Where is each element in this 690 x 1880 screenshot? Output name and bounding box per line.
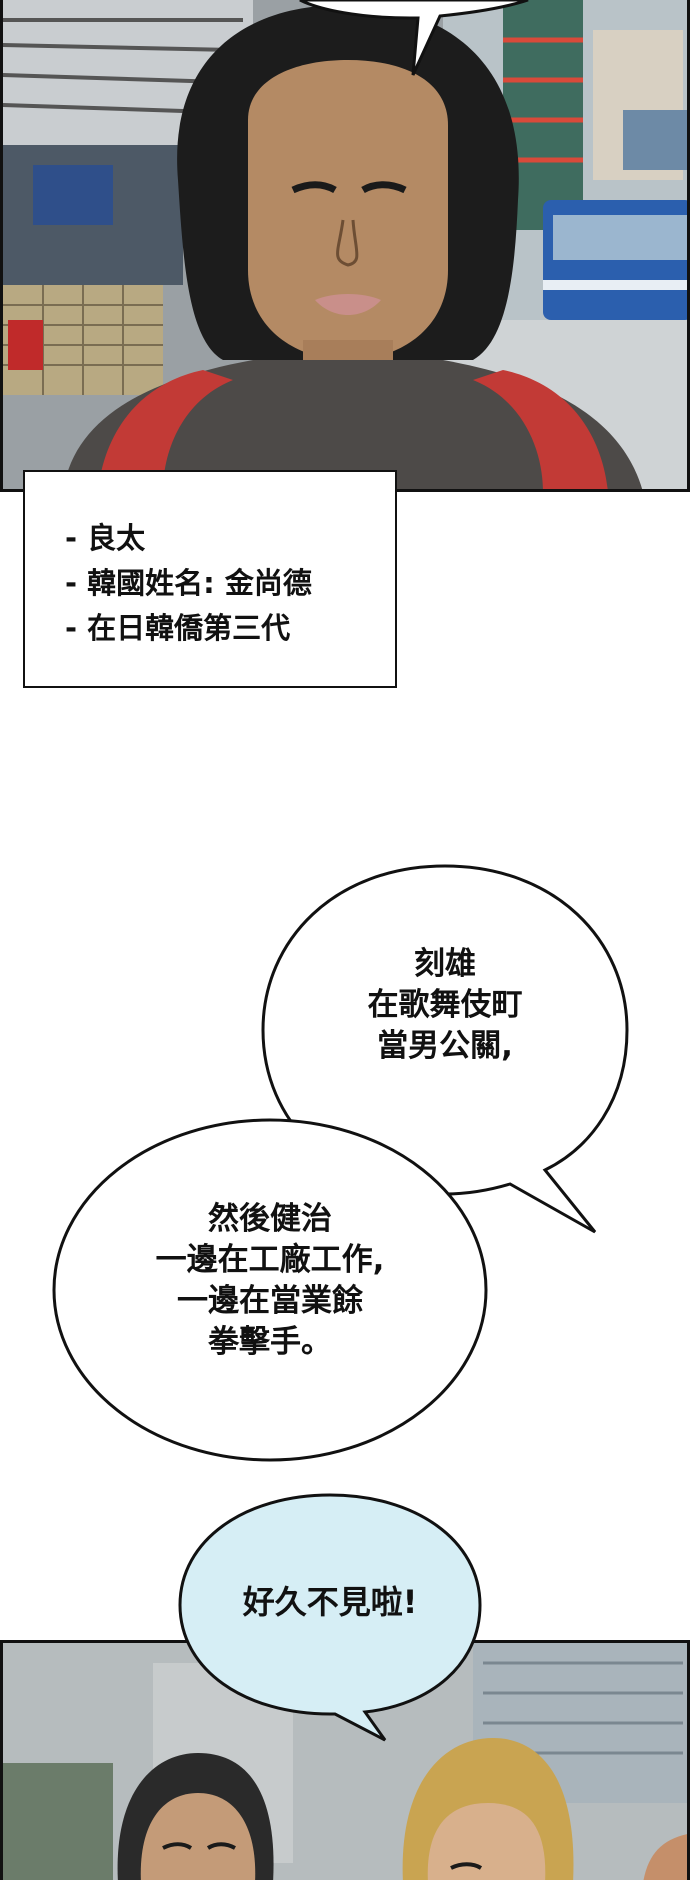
speech-bubble-2: 然後健治 一邊在工廠工作, 一邊在當業餘 拳擊手。 bbox=[50, 1115, 490, 1465]
bubble-2-line-1: 然後健治 bbox=[208, 1201, 332, 1237]
caption-line-korean-name: - 韓國姓名: 金尚德 bbox=[65, 566, 312, 600]
speech-bubble-fragment bbox=[299, 0, 530, 80]
character-info-caption: - 良太 - 韓國姓名: 金尚德 - 在日韓僑第三代 bbox=[23, 470, 397, 688]
bubble-1-line-3: 當男公關, bbox=[377, 1028, 513, 1064]
caption-line-generation: - 在日韓僑第三代 bbox=[65, 611, 291, 645]
bubble-1-line-2: 在歌舞伎町 bbox=[367, 987, 523, 1023]
bubble-1-line-1: 刻雄 bbox=[414, 946, 476, 982]
manga-panel-top bbox=[0, 0, 690, 492]
street-scene-illustration bbox=[3, 0, 687, 489]
bubble-2-line-3: 一邊在當業餘 bbox=[177, 1283, 363, 1319]
bubble-2-line-4: 拳擊手。 bbox=[208, 1324, 332, 1360]
speech-bubble-3: 好久不見啦! bbox=[175, 1490, 485, 1742]
bubble-3-line-1: 好久不見啦! bbox=[242, 1583, 418, 1621]
manga-panel-bottom bbox=[0, 1640, 690, 1880]
two-characters-illustration bbox=[3, 1643, 687, 1880]
caption-line-name: - 良太 bbox=[65, 521, 146, 555]
bubble-2-line-2: 一邊在工廠工作, bbox=[155, 1242, 385, 1278]
